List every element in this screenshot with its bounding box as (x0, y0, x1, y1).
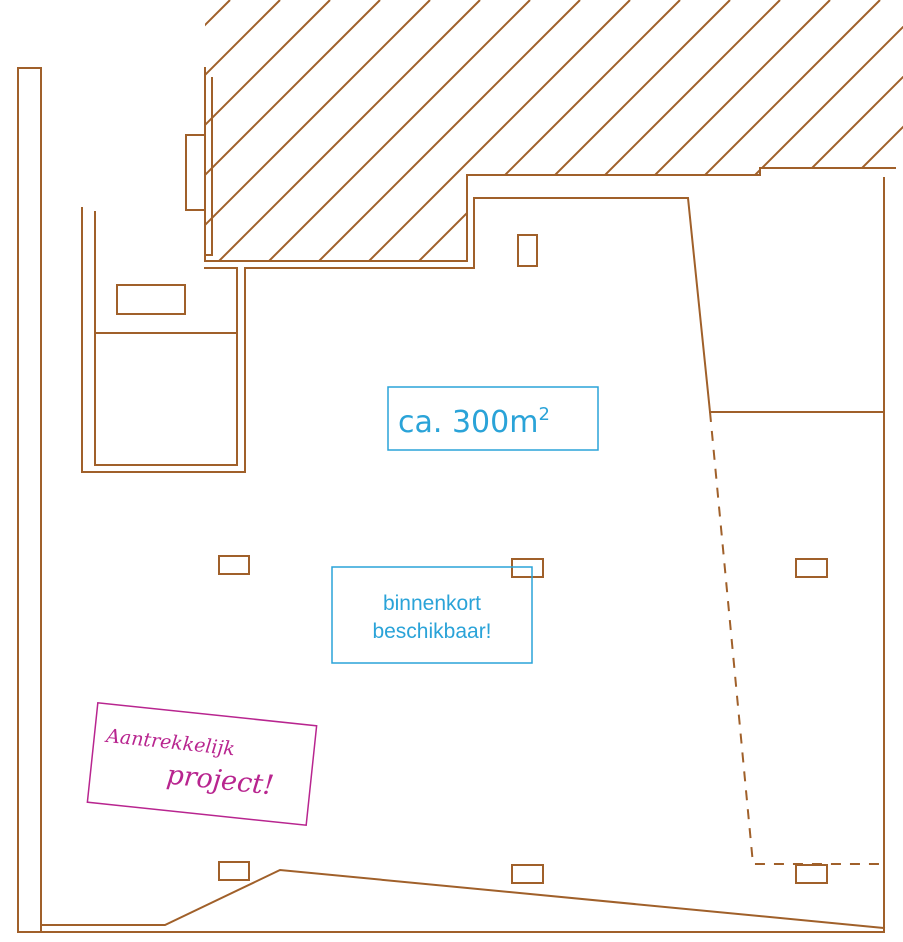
area-label: ca. 300m2 (387, 386, 599, 451)
bottom-wall (17, 868, 886, 933)
hatch-line (529, 0, 831, 261)
hatch-line (279, 0, 581, 261)
availability-line-2: beschikbaar! (372, 620, 491, 643)
hatched-building-outline (204, 67, 761, 262)
hatch-line (579, 0, 881, 261)
hatch-line (329, 0, 631, 261)
column (116, 284, 186, 315)
column (218, 861, 250, 881)
promo-stamp-box (86, 701, 318, 827)
hatched-adjacent-building (0, 0, 903, 300)
hatch-line (205, 0, 431, 261)
left-inner-room (81, 207, 246, 473)
hatch-line (0, 0, 180, 300)
hatch-line (205, 0, 481, 261)
hatch-line (729, 0, 903, 261)
hatch-line (229, 0, 531, 261)
walls (17, 67, 896, 933)
hatch-line (629, 0, 903, 261)
column (511, 864, 544, 884)
dashed-boundary (709, 411, 884, 865)
column (795, 864, 828, 884)
availability-label-box (331, 566, 533, 664)
hatch-line (379, 0, 681, 261)
hatch-line (205, 0, 281, 261)
hatch-line (829, 0, 903, 261)
inner-wall-outline (204, 77, 885, 466)
hatch-line (205, 0, 381, 261)
door-jamb (185, 134, 206, 211)
availability-line-1: binnenkort (383, 592, 481, 615)
area-label-text: ca. 300m2 (398, 404, 550, 440)
hatch-line (679, 0, 903, 261)
left-outer-wall (17, 67, 42, 933)
column (218, 555, 250, 575)
area-label-box (387, 386, 599, 451)
availability-label: binnenkort beschikbaar! (331, 566, 533, 664)
columns (116, 234, 828, 884)
hatch-line (205, 0, 331, 261)
column (795, 558, 828, 578)
column (511, 558, 544, 578)
promo-stamp: Aantrekkelijk project! (86, 701, 318, 827)
column (517, 234, 538, 267)
